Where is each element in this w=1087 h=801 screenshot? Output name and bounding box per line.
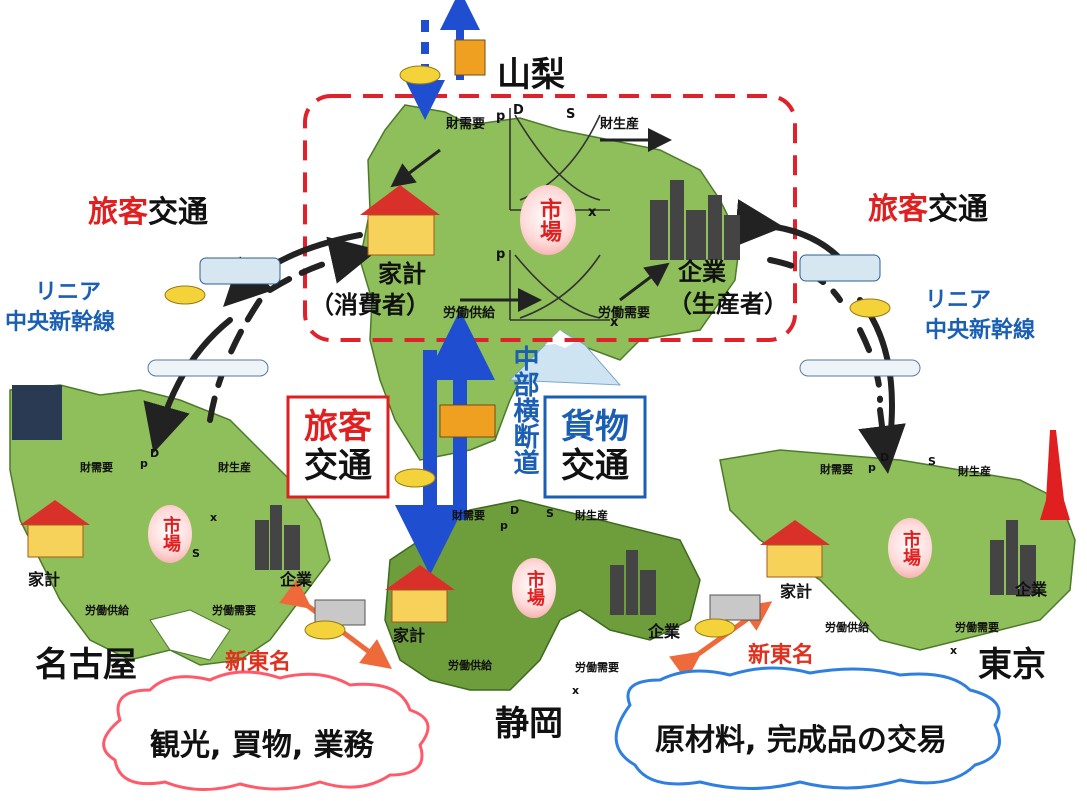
supply-S-nagoya: S	[192, 547, 200, 560]
region-nagoya: 名古屋	[35, 645, 137, 685]
tokyo-tower	[1040, 430, 1070, 520]
market-yamanashi: 市場	[520, 185, 576, 255]
region-tokyo: 東京	[978, 645, 1046, 685]
market-shizuoka-label: 市場	[524, 570, 545, 606]
price-p-nagoya: p	[140, 457, 148, 470]
chubu-odan-road: 中部横断道	[509, 345, 539, 475]
region-shizuoka: 静岡	[495, 704, 563, 744]
goods-production-yamanashi: 財生産	[600, 117, 640, 132]
passenger-box-line2: 交通	[304, 446, 372, 486]
firm-shizuoka: 企業	[648, 622, 681, 641]
shin-tomei-left: 新東名	[225, 650, 292, 675]
price-p-yamanashi-1: p	[496, 109, 506, 124]
labor-supply-shizuoka: 労働供給	[448, 659, 492, 672]
linear-right-line1: リニア	[925, 288, 992, 313]
house-tokyo	[760, 520, 830, 578]
yamanashi-economy-frame	[303, 94, 797, 342]
demand-D-nagoya: D	[150, 447, 160, 460]
quantity-x-shizuoka: x	[572, 684, 580, 697]
labor-demand-shizuoka: 労働需要	[575, 661, 619, 674]
producer-yamanashi: （生産者）	[668, 290, 788, 318]
linear-left-line2: 中央新幹線	[5, 310, 116, 335]
goods-demand-shizuoka: 財需要	[452, 509, 485, 522]
quantity-x-nagoya: x	[210, 511, 218, 524]
household-yamanashi: 家計	[378, 260, 426, 288]
market-tokyo-label: 市場	[900, 530, 921, 566]
goods-demand-nagoya: 財需要	[80, 461, 113, 474]
passenger-left-red: 旅客	[88, 195, 148, 230]
demand-D-tokyo: D	[880, 451, 890, 464]
supply-S-shizuoka: S	[546, 507, 554, 520]
demand-D-yamanashi: D	[513, 103, 524, 118]
passenger-right-red: 旅客	[868, 192, 928, 227]
market-yamanashi-label: 市場	[536, 198, 561, 242]
labor-demand-yamanashi: 労働需要	[598, 306, 651, 321]
quantity-x-yamanashi-2: x	[610, 315, 619, 330]
supply-S-yamanashi: S	[566, 107, 576, 122]
linear-left-line1: リニア	[35, 280, 102, 305]
house-yamanashi	[360, 185, 440, 256]
household-nagoya: 家計	[28, 570, 61, 589]
supply-S-tokyo: S	[928, 455, 936, 468]
consumer-yamanashi: （消費者）	[310, 291, 430, 319]
shin-tomei-right: 新東名	[748, 643, 815, 668]
market-tokyo: 市場	[888, 518, 932, 578]
market-shizuoka: 市場	[512, 558, 556, 618]
firm-tokyo: 企業	[1015, 580, 1048, 599]
passenger-left-black: 交通	[148, 195, 208, 230]
house-nagoya	[20, 500, 90, 558]
price-p-tokyo: p	[868, 461, 876, 474]
household-shizuoka: 家計	[393, 626, 426, 645]
labor-supply-nagoya: 労働供給	[85, 604, 129, 617]
passenger-right-black: 交通	[928, 192, 988, 227]
freight-transport-box: 貨物 交通	[547, 399, 643, 495]
labor-demand-tokyo: 労働需要	[955, 621, 999, 634]
firm-nagoya: 企業	[280, 570, 313, 589]
cloud-right-text: 原材料, 完成品の交易	[655, 723, 947, 758]
market-nagoya: 市場	[148, 505, 192, 563]
goods-demand-yamanashi: 財需要	[446, 117, 486, 132]
goods-production-shizuoka: 財生産	[575, 509, 608, 522]
mount-fuji	[508, 329, 622, 386]
freight-box-line2: 交通	[561, 446, 629, 486]
market-nagoya-label: 市場	[160, 516, 181, 552]
firm-yamanashi: 企業	[678, 258, 726, 286]
passenger-title-right: 旅客交通	[868, 195, 988, 225]
region-yamanashi: 山梨	[497, 55, 565, 95]
labor-demand-nagoya: 労働需要	[212, 604, 256, 617]
household-tokyo: 家計	[780, 582, 813, 601]
goods-demand-tokyo: 財需要	[820, 463, 853, 476]
price-p-shizuoka: p	[500, 519, 508, 532]
quantity-x-yamanashi-1: x	[588, 205, 597, 220]
goods-production-tokyo: 財生産	[958, 465, 991, 478]
price-p-yamanashi-2: p	[496, 247, 506, 262]
labor-supply-tokyo: 労働供給	[825, 621, 869, 634]
passenger-transport-box: 旅客 交通	[290, 399, 386, 495]
cloud-left-text: 観光, 買物, 業務	[150, 728, 374, 763]
cloud-left-shape	[102, 670, 430, 792]
labor-supply-yamanashi: 労働供給	[443, 306, 496, 321]
passenger-box-line1: 旅客	[304, 406, 372, 447]
quantity-x-tokyo: x	[950, 644, 958, 657]
freight-box-line1: 貨物	[561, 406, 629, 447]
cloud-right-shape	[614, 666, 1001, 790]
house-shizuoka	[385, 565, 455, 623]
passenger-title-left: 旅客交通	[88, 198, 208, 228]
linear-right-line2: 中央新幹線	[925, 318, 1036, 343]
goods-production-nagoya: 財生産	[218, 461, 251, 474]
demand-D-shizuoka: D	[510, 504, 520, 517]
